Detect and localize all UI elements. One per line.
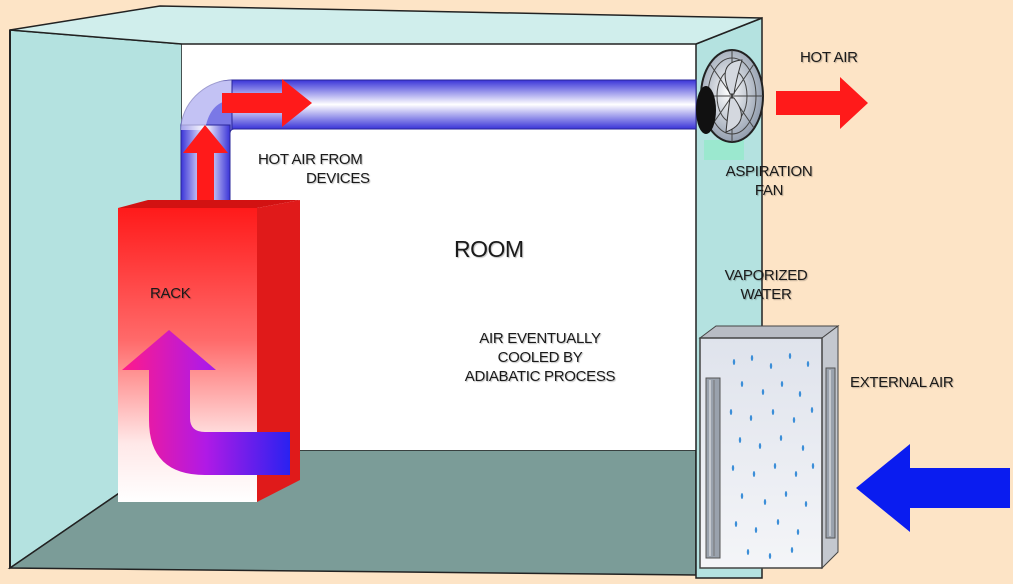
droplet-icon <box>729 353 815 559</box>
fan-motor <box>696 86 716 134</box>
rack-top <box>118 200 300 208</box>
vaporized-water-label: VAPORIZED WATER <box>724 267 808 303</box>
duct-flow-arrow <box>222 79 312 127</box>
rack-side <box>257 200 300 502</box>
room-label: ROOM <box>454 236 524 262</box>
hot-air-out-label: HOT AIR <box>800 49 858 66</box>
u-turn-arrow-icon <box>122 330 290 475</box>
rack-label: RACK <box>150 285 191 302</box>
hot-air-from-devices-label: HOT AIR FROM DEVICES <box>258 151 370 187</box>
external-air-arrow <box>856 444 1010 532</box>
room-ceiling <box>9 5 763 45</box>
aspiration-fan-label: ASPIRATION FAN <box>725 163 813 199</box>
fan-base <box>704 140 744 160</box>
evaporative-cooler <box>698 325 840 570</box>
external-air-label: EXTERNAL AIR <box>850 374 954 391</box>
hot-air-out-arrow <box>776 77 868 129</box>
rack-exhaust-arrow <box>183 125 228 200</box>
cooler-pad-left <box>705 377 721 559</box>
fan-icon <box>701 50 763 142</box>
aspiration-fan <box>696 49 764 160</box>
cooler-top <box>698 325 840 339</box>
cooling-note-label: AIR EVENTUALLY COOLED BY ADIABATIC PROCE… <box>464 330 616 385</box>
